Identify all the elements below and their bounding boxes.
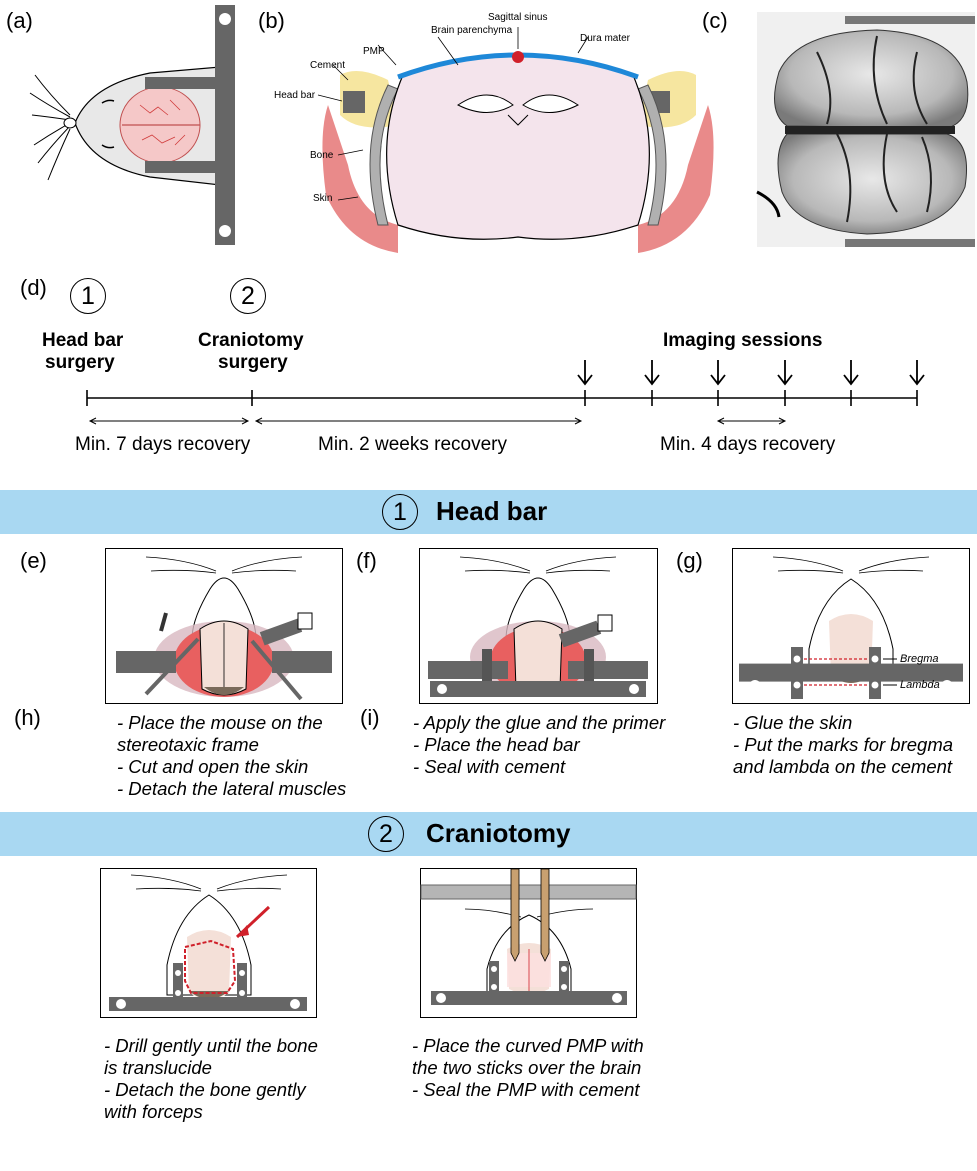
section-2-banner: 2 Craniotomy xyxy=(0,812,977,856)
caption-f-line2: - Place the head bar xyxy=(413,734,580,756)
panel-label-h: (h) xyxy=(14,705,41,731)
panel-label-g: (g) xyxy=(676,548,703,574)
caption-e-line4: - Detach the lateral muscles xyxy=(117,778,346,800)
panel-f-frame xyxy=(419,548,658,704)
caption-e-line3: - Cut and open the skin xyxy=(117,756,308,778)
panel-e-illustration xyxy=(106,549,342,703)
caption-e-line1: - Place the mouse on the xyxy=(117,712,323,734)
label-bregma: Bregma xyxy=(900,653,939,665)
caption-g-line2: - Put the marks for bregma xyxy=(733,734,953,756)
panel-label-i: (i) xyxy=(360,705,380,731)
caption-h-line4: with forceps xyxy=(104,1101,203,1123)
caption-h-line3: - Detach the bone gently xyxy=(104,1079,306,1101)
caption-g-line3: and lambda on the cement xyxy=(733,756,952,778)
caption-g-line1: - Glue the skin xyxy=(733,712,852,734)
section-1-banner: 1 Head bar xyxy=(0,490,977,534)
section-2-number: 2 xyxy=(368,816,404,852)
caption-f-line3: - Seal with cement xyxy=(413,756,565,778)
panel-h-illustration xyxy=(101,869,316,1017)
recovery-2-label: Min. 2 weeks recovery xyxy=(318,434,507,456)
caption-e-line2: stereotaxic frame xyxy=(117,734,259,756)
recovery-3-label: Min. 4 days recovery xyxy=(660,434,835,456)
label-lambda: Lambda xyxy=(900,679,940,691)
timeline-axis xyxy=(0,0,977,460)
panel-h-frame xyxy=(100,868,317,1018)
section-1-title: Head bar xyxy=(436,496,547,527)
caption-i-line3: - Seal the PMP with cement xyxy=(412,1079,640,1101)
caption-h-line1: - Drill gently until the bone xyxy=(104,1035,318,1057)
panel-i-frame xyxy=(420,868,637,1018)
panel-f-illustration xyxy=(420,549,657,703)
caption-i-line1: - Place the curved PMP with xyxy=(412,1035,644,1057)
panel-label-e: (e) xyxy=(20,548,47,574)
panel-e-frame xyxy=(105,548,343,704)
section-1-number: 1 xyxy=(382,494,418,530)
caption-i-line2: the two sticks over the brain xyxy=(412,1057,641,1079)
section-2-title: Craniotomy xyxy=(426,818,570,849)
recovery-1-label: Min. 7 days recovery xyxy=(75,434,250,456)
caption-h-line2: is translucide xyxy=(104,1057,212,1079)
caption-f-line1: - Apply the glue and the primer xyxy=(413,712,665,734)
panel-i-illustration xyxy=(421,869,636,1017)
panel-label-f: (f) xyxy=(356,548,377,574)
